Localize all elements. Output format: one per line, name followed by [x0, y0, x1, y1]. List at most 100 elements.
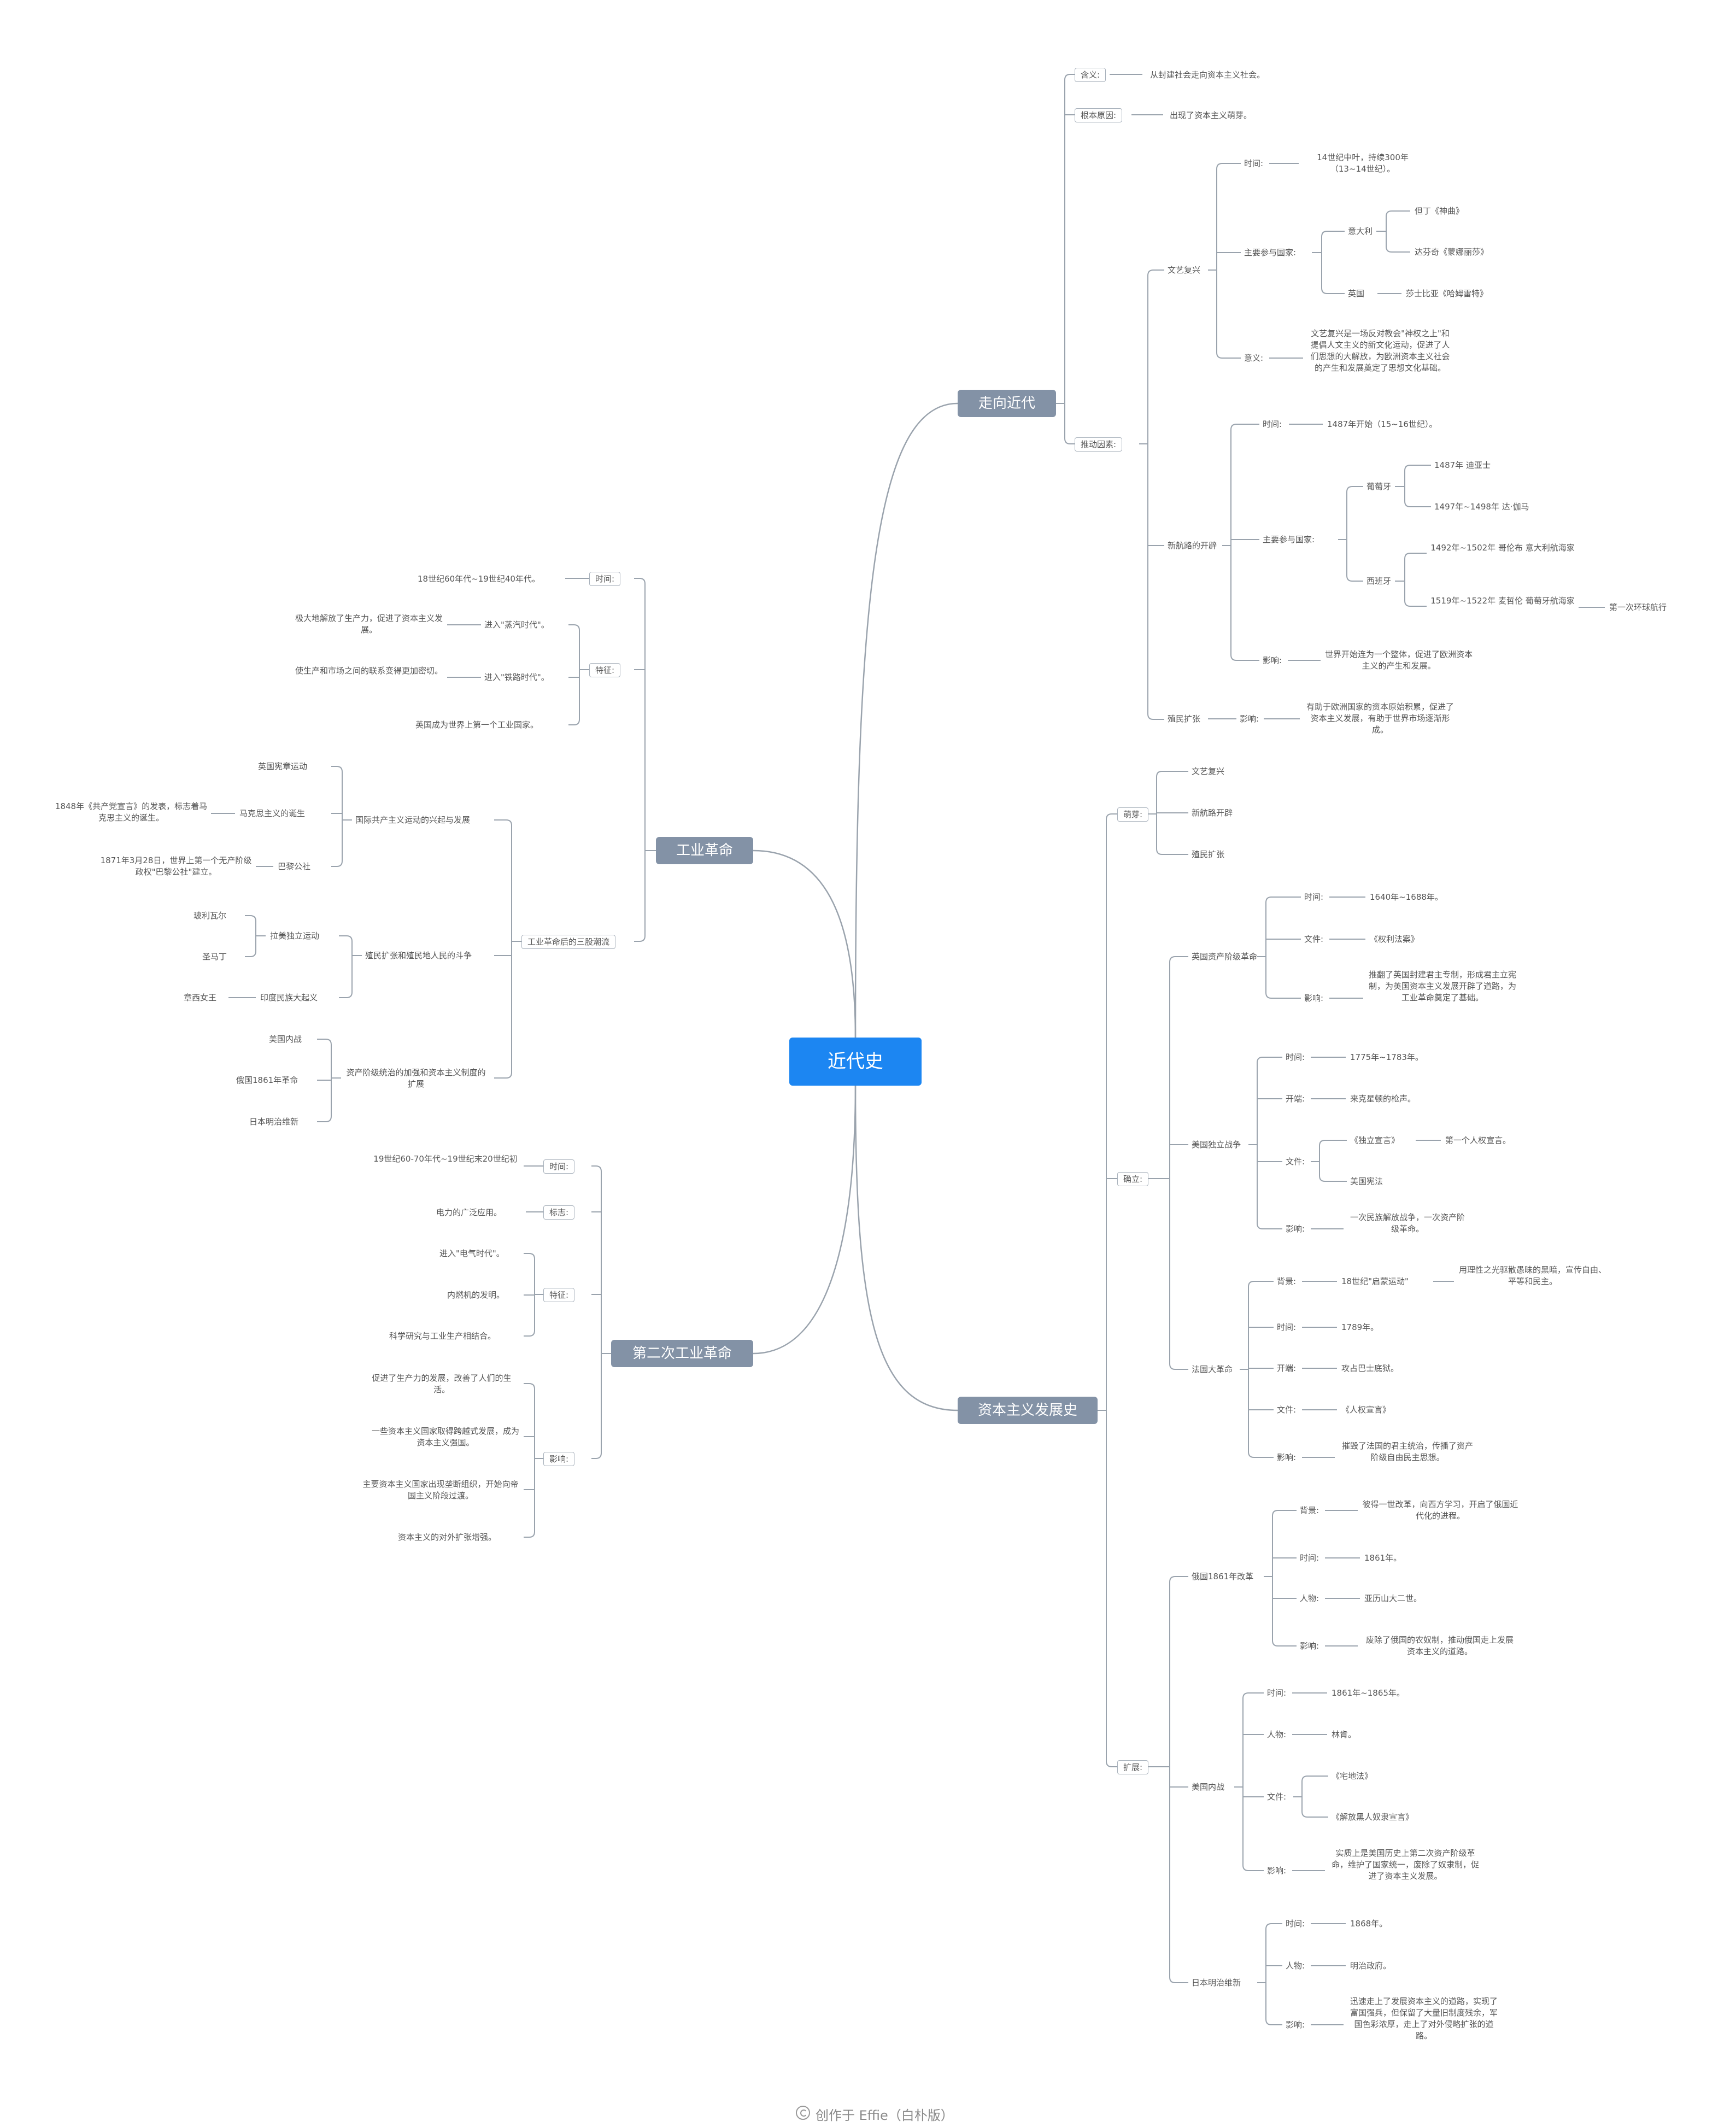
- connector-116: [1319, 1175, 1326, 1182]
- connector-174: [1265, 2019, 1272, 2025]
- connector-15: [1147, 713, 1154, 720]
- connector-14: [1147, 269, 1154, 276]
- meiguo-shijian-label: 时间:: [1286, 1052, 1305, 1062]
- meiguo-yingxiang-text: 一次民族解放战争，一次资产阶级革命。: [1350, 1212, 1465, 1234]
- gongye-shijian-text: 18世纪60年代~19世纪40年代。: [418, 574, 540, 584]
- riben-shijian-label: 时间:: [1286, 1919, 1305, 1929]
- connector-30: [1321, 288, 1328, 294]
- dierci-yingxiang-label[interactable]: 影响:: [543, 1452, 575, 1466]
- zhimin-yingxiang-text: 有助于欧洲国家的资本原始积累，促进了资本主义发展，有助于世界市场逐渐形成。: [1306, 702, 1454, 735]
- connector-57: [1404, 465, 1411, 471]
- connector-229: [325, 1039, 332, 1045]
- yingguo-wenjian-label: 文件:: [1304, 934, 1324, 944]
- tuidong-label[interactable]: 推动因素:: [1075, 437, 1123, 452]
- yingguo-yingxiang-text: 推翻了英国封建君主专制，形成君主立宪制，为英国资本主义发展开辟了道路，为工业革命…: [1368, 970, 1516, 1003]
- dierci-tezheng-label[interactable]: 特征:: [543, 1288, 575, 1302]
- gongye-shijian-label[interactable]: 时间:: [589, 572, 621, 586]
- connector-21: [1216, 163, 1223, 169]
- connector-95: [1265, 992, 1272, 999]
- connector-44: [1230, 654, 1237, 661]
- dierci-shijian-text: 19世纪60-70年代~19世纪末20世纪初: [373, 1154, 518, 1164]
- tezheng-dianqi: 进入"电气时代"。: [439, 1249, 505, 1258]
- connector-173: [1265, 1923, 1272, 1930]
- yingxiang-kuozhang: 资本主义的对外扩张增强。: [398, 1532, 497, 1542]
- xinhanglu-shijian-text: 1487年开始（15~16世纪）。: [1327, 419, 1438, 429]
- connector-104: [1257, 1057, 1263, 1063]
- jiefang-xuanyan: 《解放黑人奴隶宣言》: [1332, 1812, 1414, 1822]
- branch-dierci-gongye-geming[interactable]: 第二次工业革命: [611, 1340, 753, 1367]
- connector-51: [1346, 486, 1353, 493]
- xinhanglu-yingxiang-label: 影响:: [1263, 655, 1282, 665]
- connector-137: [1169, 1576, 1176, 1583]
- connector-87: [1169, 956, 1176, 963]
- putaoya: 葡萄牙: [1366, 482, 1392, 491]
- branch-gongye-geming[interactable]: 工业革命: [656, 837, 753, 864]
- shashibiya: 莎士比亚《哈姆雷特》: [1406, 289, 1488, 298]
- dafenqi: 达芬奇《蒙娜丽莎》: [1415, 247, 1489, 257]
- yingguo-yingxiang-label: 影响:: [1304, 993, 1324, 1003]
- connector-36: [1386, 246, 1392, 253]
- zhimin-label: 殖民扩张: [1168, 714, 1201, 724]
- mengya-label[interactable]: 萌芽:: [1117, 807, 1149, 822]
- connector-217: [346, 992, 353, 998]
- faguo-yingxiang-label: 影响:: [1277, 1452, 1297, 1462]
- connector-156: [1242, 1692, 1249, 1699]
- neizhan-renwu-label: 人物:: [1267, 1730, 1287, 1739]
- xinhanglu-shijian-label: 时间:: [1263, 419, 1282, 429]
- connector-35: [1386, 210, 1392, 217]
- mengya-item-wenyi: 文艺复兴: [1192, 766, 1225, 776]
- connector-1: [854, 1085, 958, 1411]
- root-node[interactable]: 近代史: [789, 1038, 922, 1086]
- connector-208: [336, 860, 343, 867]
- makesi-dansheng: 马克思主义的诞生: [239, 808, 306, 818]
- eguo-shijian-label: 时间:: [1300, 1553, 1319, 1563]
- zichan-riben: 日本明治维新: [249, 1117, 299, 1127]
- wenyi-guojia-label: 主要参与国家:: [1244, 248, 1297, 257]
- genben-label[interactable]: 根本原因:: [1075, 108, 1123, 122]
- tezheng-neiranji: 内燃机的发明。: [447, 1290, 505, 1300]
- eguo-yingxiang-text: 废除了俄国的农奴制，推动俄国走上发展资本主义的道路。: [1365, 1635, 1514, 1656]
- connector-5: [1064, 74, 1071, 80]
- meiguo-yingxiang-label: 影响:: [1286, 1224, 1305, 1234]
- hanyi-label[interactable]: 含义:: [1075, 68, 1106, 82]
- qimeng-text: 用理性之光驱散愚昧的黑暗，宣传自由、平等和民主。: [1458, 1265, 1606, 1286]
- dierci-biaozhi-label[interactable]: 标志:: [543, 1205, 575, 1220]
- tezheng-kexue: 科学研究与工业生产相结合。: [389, 1331, 496, 1341]
- wenyi-yiyi-label: 意义:: [1244, 353, 1264, 363]
- branch-zouxiang-jindai[interactable]: 走向近代: [958, 390, 1056, 417]
- dierci-biaozhi-text: 电力的广泛应用。: [436, 1208, 502, 1217]
- lamei-duli: 拉美独立运动: [270, 931, 320, 941]
- xinhanglu-label: 新航路的开辟: [1168, 541, 1217, 550]
- kuozhan-label[interactable]: 扩展:: [1117, 1760, 1149, 1774]
- gongye-tezheng-label[interactable]: 特征:: [589, 663, 621, 677]
- dierci-shijian-label[interactable]: 时间:: [543, 1159, 575, 1174]
- neizhan-shijian-text: 1861年~1865年。: [1332, 1688, 1405, 1698]
- connector-122: [1248, 1281, 1254, 1287]
- zichan-neizhan: 美国内战: [269, 1034, 302, 1044]
- wenyi-yiyi-text: 文艺复兴是一场反对教会"神权之上"和提倡人文主义的新文化运动，促进了人们思想的大…: [1310, 329, 1450, 373]
- connector-253: [529, 1383, 535, 1390]
- connector-43: [1230, 424, 1237, 430]
- connector-230: [325, 1116, 332, 1122]
- danding: 但丁《神曲》: [1415, 206, 1464, 216]
- queli-label[interactable]: 确立:: [1117, 1172, 1149, 1186]
- connector-168: [1301, 1811, 1308, 1818]
- connector-123: [1248, 1451, 1254, 1458]
- connector-3: [753, 1085, 857, 1355]
- connector-105: [1257, 1223, 1263, 1229]
- sangu-chaoliu-label[interactable]: 工业革命后的三股潮流: [521, 935, 616, 949]
- gongye-yingguo: 英国成为世界上第一个工业国家。: [415, 720, 539, 730]
- riben-yingxiang-text: 迅速走上了发展资本主义的道路，实现了富国强兵，但保留了大量旧制度残余，军国色彩浓…: [1350, 1996, 1498, 2041]
- mengya-item-zhimin: 殖民扩张: [1192, 849, 1225, 859]
- eguo-beijing-label: 背景:: [1300, 1505, 1319, 1515]
- zichan-label: 资产阶级统治的加强和资本主义制度的扩展: [346, 1068, 486, 1089]
- yingxiang-longduan: 主要资本主义国家出现垄断组织，开始向帝国主义阶段过渡。: [362, 1479, 519, 1501]
- branch-zibenzhuyi-fazhanshi[interactable]: 资本主义发展史: [958, 1397, 1098, 1424]
- meiguo-wenjian-label: 文件:: [1286, 1157, 1305, 1167]
- dias: 1487年 迪亚士: [1434, 460, 1491, 470]
- xinhanglu-yingxiang-text: 世界开始连为一个整体，促进了欧洲资本主义的产生和发展。: [1325, 649, 1473, 671]
- meiguo-shijian-text: 1775年~1783年。: [1350, 1052, 1423, 1062]
- connector-6: [1064, 438, 1071, 444]
- yingxiang-kuayue: 一些资本主义国家取得跨越式发展，成为资本主义强国。: [372, 1426, 520, 1448]
- meiguo-kaiduan-text: 来克星顿的枪声。: [1350, 1094, 1416, 1104]
